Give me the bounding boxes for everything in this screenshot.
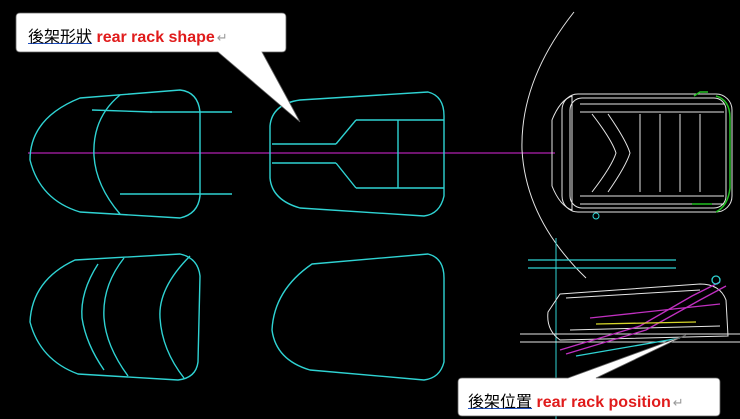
vehicle-green-brackets bbox=[692, 91, 731, 213]
callout-shape-en: rear rack shape bbox=[96, 29, 215, 46]
rack-shape-top-left[interactable] bbox=[29, 89, 232, 219]
callout-shape-cjk: 後架形狀 bbox=[28, 29, 93, 46]
return-mark-icon: ↵ bbox=[672, 395, 684, 410]
callout-bubble-shape bbox=[15, 12, 301, 123]
rack-shape-bottom-right[interactable] bbox=[271, 253, 445, 381]
callout-bubble-position bbox=[457, 334, 721, 417]
rack-shape-bottom-left[interactable] bbox=[29, 253, 201, 381]
vehicle-side-view bbox=[520, 283, 740, 343]
rack-position-lines bbox=[528, 259, 727, 357]
callout-label-position: 後架位置 rear rack position↵ bbox=[468, 388, 684, 412]
return-mark-icon: ↵ bbox=[216, 30, 228, 45]
callout-position-cjk: 後架位置 bbox=[468, 394, 533, 411]
callout-position-en: rear rack position bbox=[536, 394, 671, 411]
rack-shape-top-right[interactable] bbox=[269, 91, 445, 217]
callout-label-shape: 後架形狀 rear rack shape↵ bbox=[28, 23, 228, 47]
